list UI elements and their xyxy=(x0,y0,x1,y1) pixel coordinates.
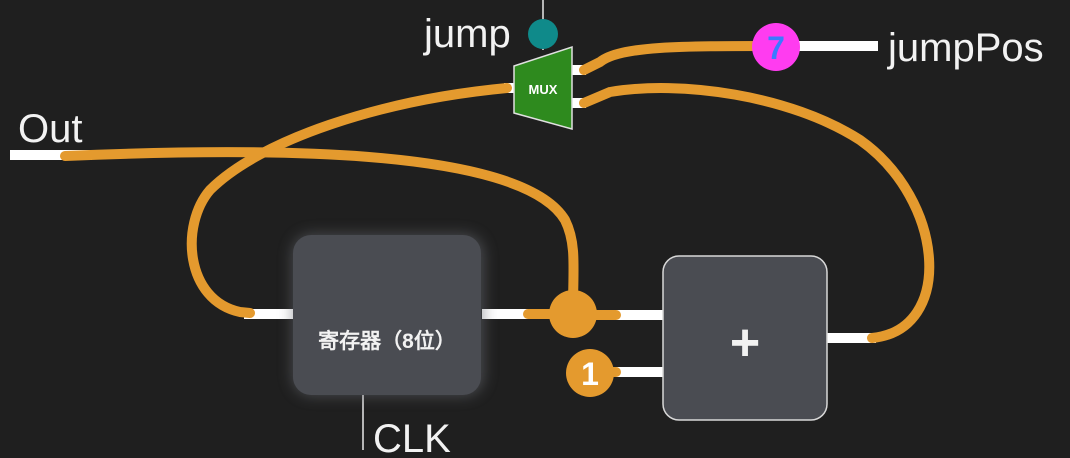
constant-one: 1 xyxy=(566,349,614,397)
jump-pin-dot xyxy=(528,19,558,49)
wire-junction-dot xyxy=(549,290,597,338)
clk-label: CLK xyxy=(373,417,451,458)
wire-out-to-junction xyxy=(60,147,579,305)
wire-adder-to-mux xyxy=(579,83,935,343)
jumppos-label: jumpPos xyxy=(887,26,1044,70)
register-label: 寄存器（8位） xyxy=(318,329,456,353)
constant-one-value: 1 xyxy=(581,356,599,392)
adder-block: + xyxy=(662,255,828,421)
wire-mux-to-register-input xyxy=(186,83,512,318)
register-block: 寄存器（8位） xyxy=(292,234,484,396)
mux: MUX xyxy=(513,45,573,130)
wire-jumppos-to-mux xyxy=(579,41,781,75)
mux-label: MUX xyxy=(529,82,558,97)
constant-one-circle xyxy=(566,349,614,397)
adder-plus-symbol: + xyxy=(730,314,760,372)
out-label: Out xyxy=(18,107,82,151)
jumppos-constant-value: 7 xyxy=(767,30,785,66)
register-body xyxy=(293,235,481,395)
jumppos-constant-circle xyxy=(752,23,800,71)
adder-body xyxy=(662,255,828,421)
jump-label: jump xyxy=(423,12,511,56)
mux-body xyxy=(513,45,573,130)
jumppos-constant: 7 xyxy=(752,23,800,71)
